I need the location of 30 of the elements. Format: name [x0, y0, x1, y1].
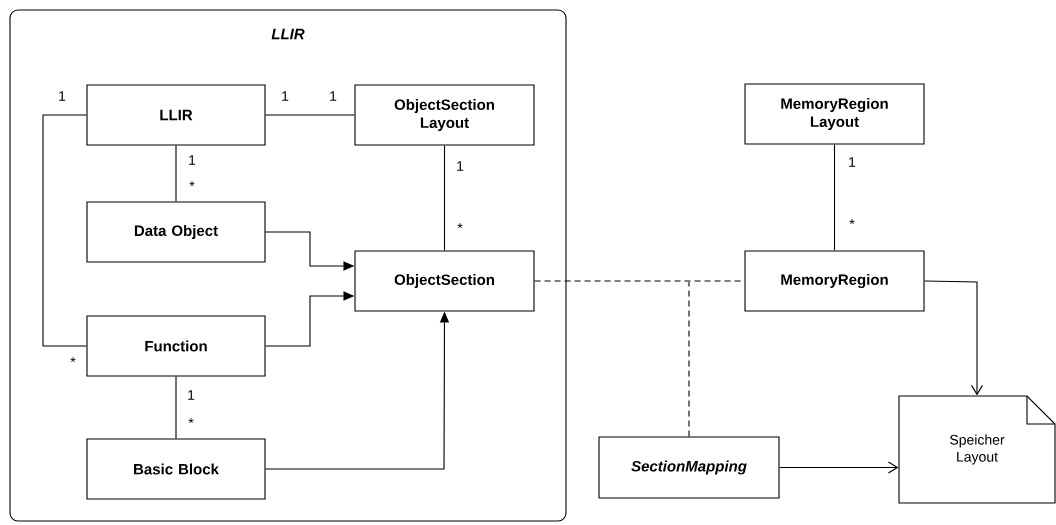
- multiplicity-label: *: [849, 219, 855, 225]
- multiplicity-label: 1: [188, 390, 195, 400]
- multiplicity-label: 1: [849, 157, 856, 167]
- multiplicity-label: 1: [282, 91, 289, 101]
- multiplicity-label: *: [457, 223, 463, 229]
- connector: [688, 281, 690, 437]
- class-box: LLIR: [86, 84, 266, 146]
- class-box: ObjectSection: [354, 250, 535, 312]
- multiplicity-label: 1: [457, 161, 464, 171]
- class-box: MemoryRegion Layout: [744, 83, 925, 145]
- connector: [175, 145, 177, 202]
- connector: [443, 145, 446, 251]
- multiplicity-label: *: [70, 357, 76, 363]
- class-box: Basic Block: [86, 438, 266, 500]
- multiplicity-label: 1: [189, 155, 196, 165]
- connector: [833, 144, 836, 251]
- connector: [175, 376, 177, 439]
- multiplicity-label: *: [188, 418, 194, 424]
- class-box: ObjectSection Layout: [354, 84, 535, 146]
- class-box: Data Object: [86, 201, 266, 263]
- connector: [924, 280, 984, 396]
- connector: [265, 114, 355, 116]
- connector: [42, 114, 87, 347]
- connector: [779, 461, 899, 474]
- class-box: Function: [86, 315, 266, 377]
- class-box: MemoryRegion: [744, 250, 925, 312]
- multiplicity-label: 1: [330, 91, 337, 101]
- class-box: SectionMapping: [598, 436, 780, 499]
- multiplicity-label: *: [189, 181, 195, 187]
- multiplicity-label: 1: [59, 91, 66, 101]
